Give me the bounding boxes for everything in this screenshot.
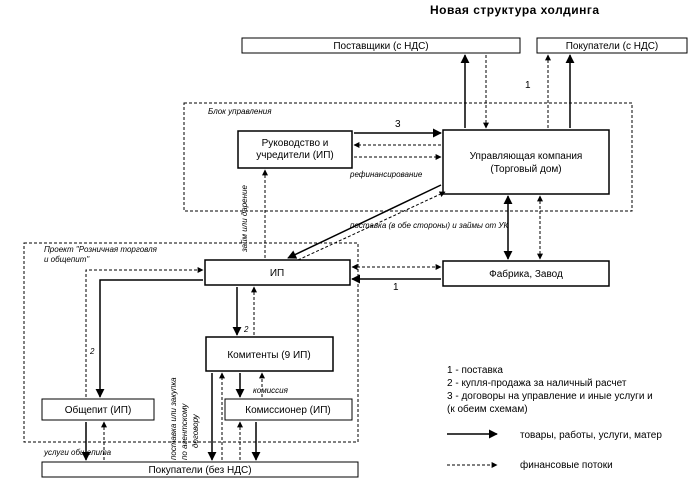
edge-label-supply-purchase-line2: по агентскому xyxy=(180,403,189,460)
edge-label-refinancing: рефинансирование xyxy=(349,170,423,179)
edge-label-2-mid: 2 xyxy=(243,325,249,334)
suppliers-label: Поставщики (с НДС) xyxy=(333,41,428,52)
management-block-label: Блок управления xyxy=(208,107,272,116)
legend-item-3-line2: (к обеим схемам) xyxy=(447,403,528,415)
catering-label: Общепит (ИП) xyxy=(65,404,132,416)
management-label-line1: Руководство и xyxy=(262,138,329,149)
edge-mc-to-ip xyxy=(287,184,442,259)
factory-label: Фабрика, Завод xyxy=(489,268,563,280)
legend-solid-label: товары, работы, услуги, матер xyxy=(520,429,662,441)
legend-item-3-line1: 3 - договоры на управление и иные услуги… xyxy=(447,391,653,402)
edge-label-2-left: 2 xyxy=(89,347,95,356)
buyers-vat-label: Покупатели (с НДС) xyxy=(566,41,659,52)
factory-node: Фабрика, Завод xyxy=(442,260,610,287)
edge-label-supply-purchase-line3: договору xyxy=(191,413,200,448)
catering-node: Общепит (ИП) xyxy=(41,398,155,421)
management-company-label-line1: Управляющая компания xyxy=(470,151,583,162)
commission-agent-node: Комиссионер (ИП) xyxy=(224,398,353,421)
edge-ip-to-mc xyxy=(297,191,446,261)
edge-label-1-mid: 1 xyxy=(393,282,399,293)
edge-label-catering-services: услуги общепита xyxy=(43,448,112,457)
legend-dashed-label: финансовые потоки xyxy=(520,459,613,471)
buyers-vat-node: Покупатели (с НДС) xyxy=(536,37,688,54)
suppliers-node: Поставщики (с НДС) xyxy=(241,37,521,54)
legend: 1 - поставка 2 - купля-продажа за наличн… xyxy=(447,365,662,471)
legend-item-1: 1 - поставка xyxy=(447,365,503,376)
edge-label-loans-vertical: займ или дарение xyxy=(240,185,249,253)
management-node: Руководство и учредители (ИП) xyxy=(237,130,353,169)
management-block-region xyxy=(183,102,633,212)
retail-project-label-line2: и общепит" xyxy=(44,255,90,264)
legend-item-2: 2 - купля-продажа за наличный расчет xyxy=(447,378,627,389)
management-company-label-line2: (Торговый дом) xyxy=(490,164,561,175)
retail-project-region xyxy=(23,242,359,443)
edge-label-1-top: 1 xyxy=(525,80,531,91)
buyers-novat-node: Покупатели (без НДС) xyxy=(41,461,359,478)
edge-label-commission: комиссия xyxy=(253,386,289,395)
management-label-line2: учредители (ИП) xyxy=(256,150,333,161)
buyers-novat-label: Покупатели (без НДС) xyxy=(148,464,251,476)
edge-label-supply-purchase-line1: поставка или закупка xyxy=(169,377,178,460)
edge-ip-to-catering xyxy=(95,279,203,398)
edge-label-supply-loans: поставка (в обе стороны) и займы от УК xyxy=(350,221,510,230)
edge-catering-to-ip xyxy=(85,267,204,397)
consignors-node: Комитенты (9 ИП) xyxy=(205,336,334,372)
diagram-title: Новая структура холдинга xyxy=(430,3,600,17)
edge-label-3: 3 xyxy=(395,119,401,130)
management-company-node: Управляющая компания (Торговый дом) xyxy=(442,129,610,195)
ip-node: ИП xyxy=(204,259,351,286)
ip-label: ИП xyxy=(270,268,284,279)
consignors-label: Комитенты (9 ИП) xyxy=(227,350,310,361)
retail-project-label-line1: Проект "Розничная торговля xyxy=(44,245,158,254)
commission-agent-label: Комиссионер (ИП) xyxy=(245,405,330,416)
